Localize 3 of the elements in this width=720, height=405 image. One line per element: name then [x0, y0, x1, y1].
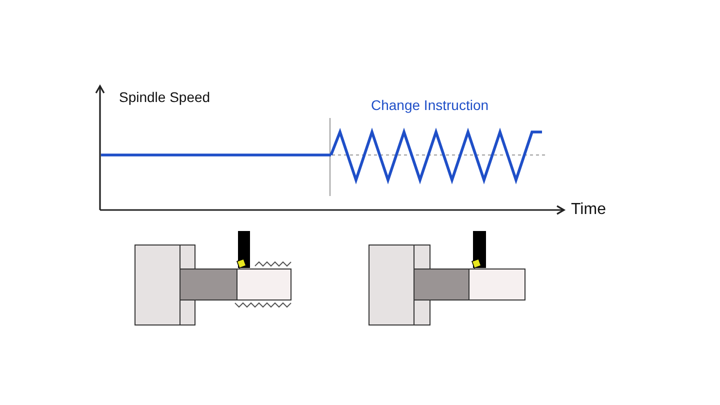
- axis-label: Spindle Speed: [119, 90, 210, 104]
- axis-label: Time: [571, 202, 606, 218]
- annotation-label: Change Instruction: [371, 98, 489, 112]
